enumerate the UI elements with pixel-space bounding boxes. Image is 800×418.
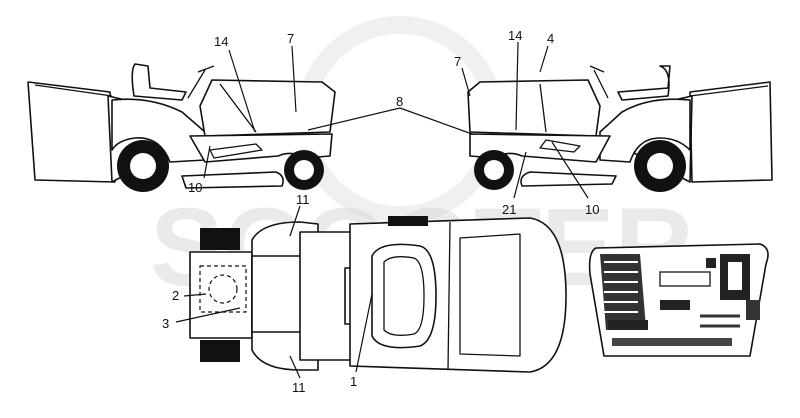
dashboard-panel	[588, 243, 769, 357]
callout-14-right: 14	[508, 28, 522, 43]
callout-10-right: 10	[585, 202, 599, 217]
tractor-left-side-view	[27, 63, 336, 192]
callout-7-right: 7	[454, 54, 461, 69]
callout-7-left: 7	[287, 31, 294, 46]
callout-4: 4	[547, 31, 554, 46]
tractor-top-view	[189, 216, 567, 373]
callout-1: 1	[350, 374, 357, 389]
callout-11-bottom: 11	[292, 380, 306, 395]
callout-8: 8	[396, 94, 403, 109]
callout-3: 3	[162, 316, 169, 331]
callout-labels: 14 7 8 10 7 14 4 21 10 11 11 2 3 1	[162, 28, 599, 395]
callout-2: 2	[172, 288, 179, 303]
tractor-right-side-view	[467, 65, 773, 192]
leader-lines	[175, 41, 589, 379]
callout-21: 21	[502, 202, 516, 217]
callout-11-top: 11	[296, 192, 310, 207]
callout-10-left: 10	[188, 180, 202, 195]
callout-14-left: 14	[214, 34, 228, 49]
